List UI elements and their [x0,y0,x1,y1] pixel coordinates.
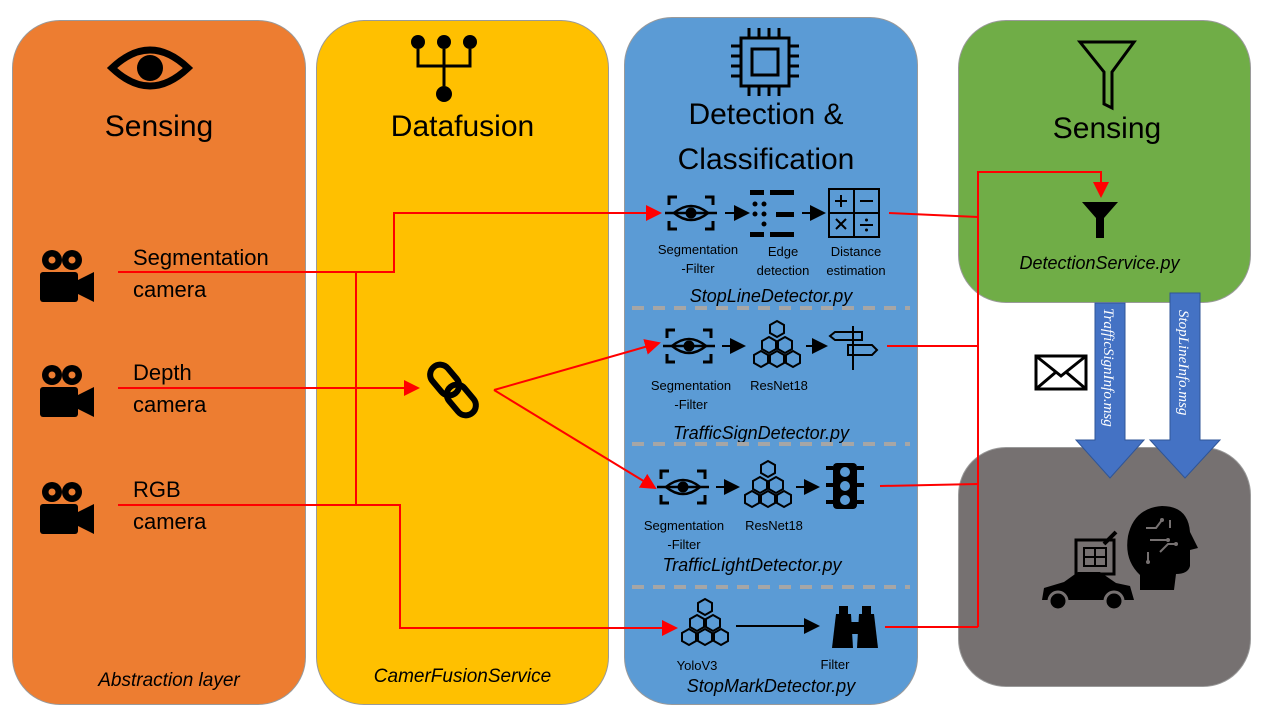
stopmark-step1-label: YoloV3 [676,658,718,673]
segmentation-eye-icon [661,328,717,364]
blueprint-icon [1074,530,1118,576]
sensing-left-title: Sensing [104,110,214,143]
abstraction-layer-label: Abstraction layer [98,670,240,691]
camera-label-segmentation-1: Segmentation [133,245,269,270]
cubes-icon [753,320,801,368]
trafficsign-step2-label: ResNet18 [750,378,808,393]
panel-sensing-left [12,20,306,705]
camera-label-rgb-1: RGB [133,477,181,502]
cubes-icon [681,598,729,646]
binoculars-icon [832,606,878,648]
message-label-stopline: StopLineInfo.msg [1175,310,1191,416]
message-arrow-trafficsign: TrafficSignInfo.msg [1074,302,1146,479]
detection-title-line2: Classification [677,143,855,176]
detection-service-name: DetectionService.py [1019,253,1180,273]
chip-icon [731,28,799,96]
stopmark-detector-name: StopMarkDetector.py [686,676,856,696]
sensing-right-title: Sensing [1052,112,1162,145]
segmentation-eye-icon [655,469,711,505]
edge-icon [750,190,794,237]
detector-divider [632,306,910,589]
trafficsign-step1-label: Segmentation -Filter [650,378,732,412]
camera-label-rgb-2: camera [133,509,207,534]
funnel-icon [1082,202,1118,238]
datafusion-title: Datafusion [390,110,535,143]
signpost-icon [828,326,879,370]
envelope-icon [1034,354,1088,391]
camera-label-depth-2: camera [133,392,207,417]
trafficlight-detector-name: TrafficLightDetector.py [662,555,842,575]
film-camera-icon [40,250,94,302]
funnel-icon [1076,40,1137,111]
detection-title-line1: Detection & [688,98,844,131]
stopline-step1-label: Segmentation -Filter [657,242,739,276]
camera-label-segmentation-2: camera [133,277,207,302]
fusion-tree-icon [411,35,477,102]
stopline-step2-label: Edge detection [756,244,810,278]
car-icon [1042,572,1134,612]
film-camera-icon [40,482,94,534]
traffic-light-icon [826,463,864,509]
calculator-icon [828,188,880,238]
stopline-step3-label: Distance estimation [826,244,886,278]
trafficlight-step2-label: ResNet18 [745,518,803,533]
panel-sensing-right [958,20,1251,303]
chain-link-icon [427,361,479,419]
message-arrow-stopline: StopLineInfo.msg [1148,292,1222,479]
eye-icon [106,46,194,90]
trafficsign-detector-name: TrafficSignDetector.py [672,423,850,443]
camera-fusion-service-label: CamerFusionService [373,666,552,687]
segmentation-eye-icon [663,195,719,231]
film-camera-icon [40,365,94,417]
message-label-trafficsign: TrafficSignInfo.msg [1100,308,1116,427]
trafficlight-step1-label: Segmentation -Filter [643,518,725,552]
stopmark-step2-label: Filter [820,657,850,672]
camera-label-depth-1: Depth [133,360,192,385]
panel-datafusion [316,20,609,705]
stopline-detector-name: StopLineDetector.py [689,286,853,306]
cubes-icon [744,460,792,508]
ai-head-icon [1127,506,1198,590]
connection-lines [118,171,1109,636]
